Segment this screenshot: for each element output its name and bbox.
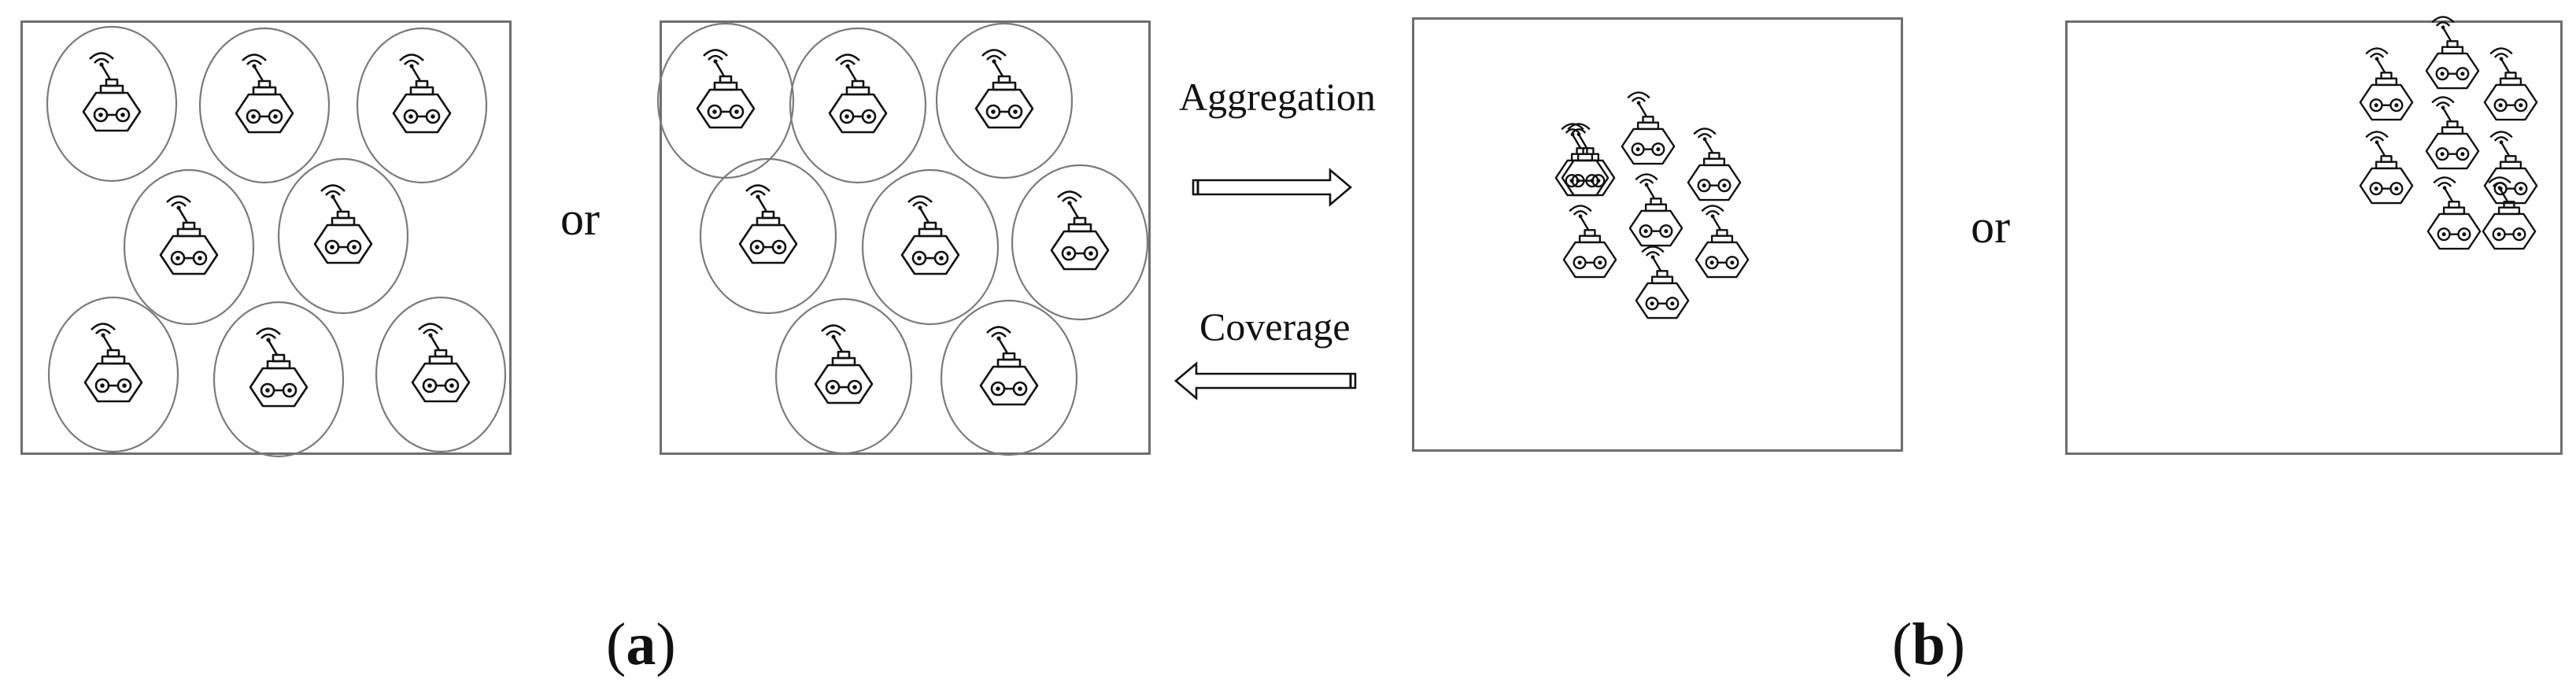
coverage-label: Coverage	[1199, 305, 1351, 349]
robot-icon	[2426, 176, 2482, 250]
sensing-range-circle	[123, 168, 255, 326]
robot-icon	[2359, 47, 2414, 121]
robot-icon	[2483, 47, 2538, 121]
paren-open-b: (	[1892, 611, 1913, 678]
robot-icon	[1635, 246, 1690, 319]
left-arrow-icon	[1173, 361, 1357, 401]
subfigure-label-a: (a)	[606, 611, 676, 679]
panel-b-aggregated-corner	[2065, 20, 2563, 455]
robot-icon	[82, 52, 142, 132]
sensing-range-circle	[47, 296, 179, 453]
sensing-range-circle	[940, 299, 1078, 456]
aggregation-label: Aggregation	[1179, 75, 1376, 119]
sensing-range-circle	[375, 296, 507, 453]
robot-icon	[1621, 91, 1676, 165]
robot-icon	[235, 54, 294, 134]
sensing-range-circle	[789, 27, 927, 184]
sensing-range-circle	[198, 27, 331, 184]
robot-icon	[900, 195, 960, 275]
or-label-right: or	[1971, 201, 2010, 253]
robot-icon	[392, 54, 452, 134]
sensing-range-circle	[935, 22, 1074, 179]
paren-close-b: )	[1945, 611, 1965, 678]
subfigure-label-b: (b)	[1892, 611, 1965, 679]
paren-close-a: )	[656, 611, 676, 678]
robot-icon	[2483, 131, 2538, 205]
right-arrow-icon	[1192, 168, 1353, 207]
sensing-range-circle	[213, 301, 345, 458]
robot-icon	[411, 323, 471, 403]
letter-b: b	[1912, 611, 1946, 678]
sensing-range-circle	[774, 297, 913, 455]
robot-icon	[1562, 205, 1617, 279]
robot-icon	[974, 49, 1034, 129]
sensing-range-circle	[1011, 164, 1149, 321]
robot-icon	[83, 323, 143, 403]
robot-icon	[2359, 131, 2414, 205]
robot-icon	[1628, 173, 1683, 247]
or-label-left: or	[560, 193, 600, 245]
robot-icon	[2482, 176, 2537, 250]
robot-icon	[1554, 123, 1610, 197]
robot-icon	[828, 54, 888, 134]
sensing-range-circle	[356, 27, 488, 184]
sensing-range-circle	[699, 157, 837, 315]
robot-icon	[696, 49, 756, 129]
letter-a: a	[626, 611, 656, 678]
sensing-range-circle	[277, 157, 409, 315]
robot-icon	[249, 327, 309, 408]
panel-b-aggregated-center	[1412, 17, 1903, 452]
robot-icon	[738, 184, 798, 264]
sensing-range-circle	[861, 168, 1000, 326]
robot-icon	[159, 195, 219, 275]
robot-icon	[979, 326, 1039, 406]
robot-icon	[1050, 190, 1110, 271]
robot-icon	[1695, 205, 1750, 279]
panel-a-dispersed-overlap	[660, 20, 1151, 455]
paren-open-a: (	[606, 611, 626, 678]
robot-icon	[1687, 127, 1742, 201]
robot-icon	[814, 324, 874, 404]
robot-icon	[313, 184, 373, 264]
robot-icon	[2425, 16, 2480, 90]
sensing-range-circle	[656, 22, 795, 179]
sensing-range-circle	[46, 25, 178, 183]
robot-icon	[2425, 96, 2480, 170]
